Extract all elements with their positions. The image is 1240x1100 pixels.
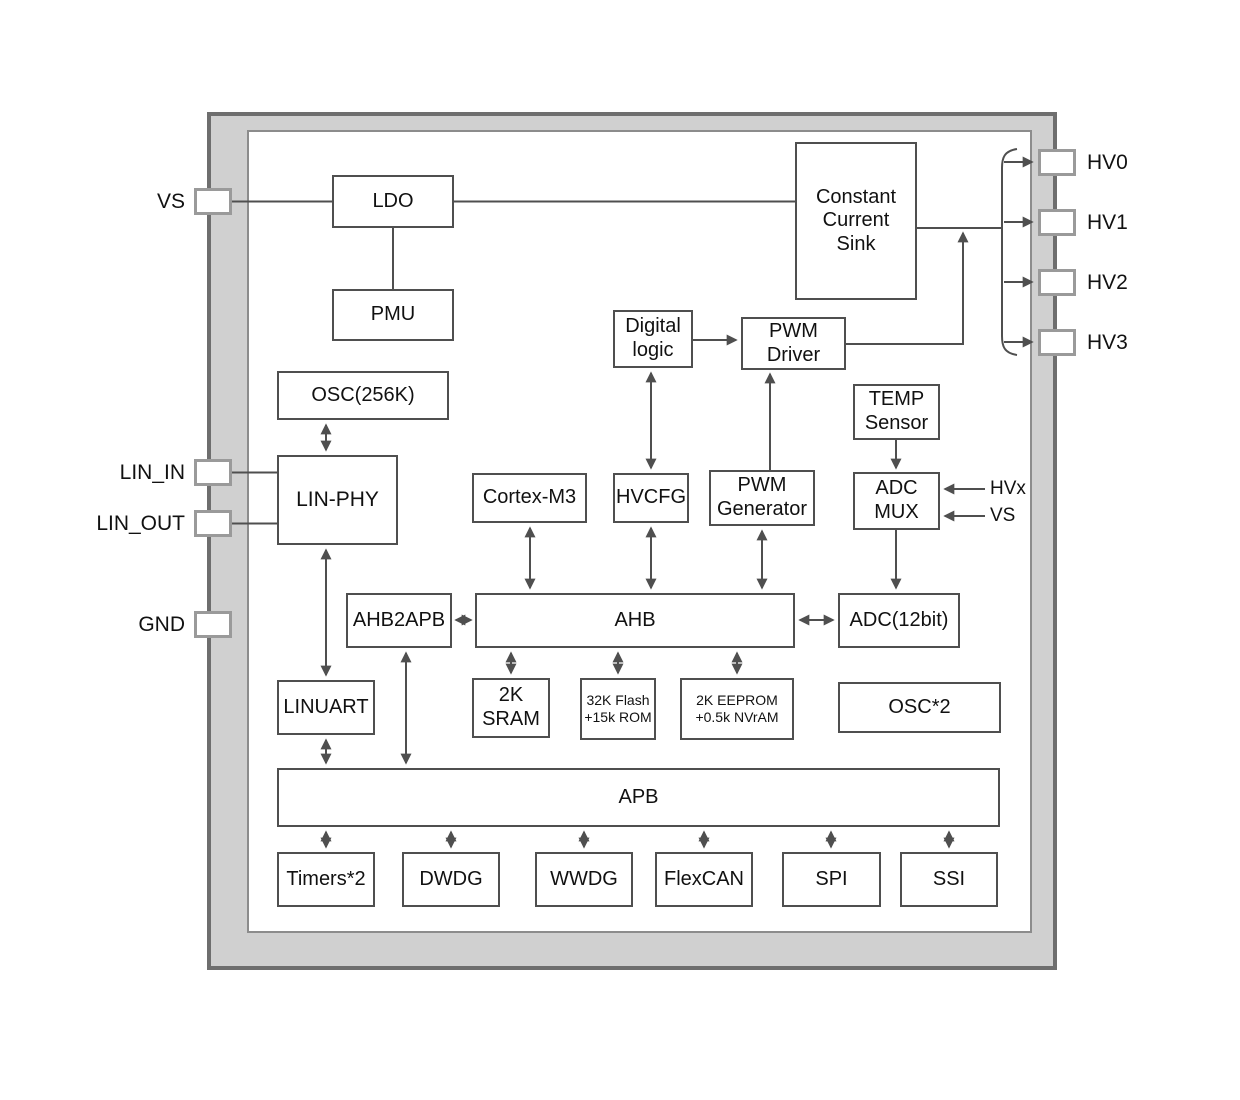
pin-lin-in <box>194 459 232 486</box>
block-32k-flash-rom: 32K Flash +15k ROM <box>580 678 656 740</box>
pin-gnd <box>194 611 232 638</box>
block-hvcfg: HVCFG <box>613 473 689 523</box>
block-spi: SPI <box>782 852 881 907</box>
pin-label-hv3: HV3 <box>1087 331 1128 354</box>
pin-hv2 <box>1038 269 1076 296</box>
block-adc-12bit: ADC(12bit) <box>838 593 960 648</box>
block-pwm-driver: PWM Driver <box>741 317 846 370</box>
block-osc-x2: OSC*2 <box>838 682 1001 733</box>
block-lin-phy: LIN-PHY <box>277 455 398 545</box>
block-digital-logic: Digital logic <box>613 310 693 368</box>
block-flexcan: FlexCAN <box>655 852 753 907</box>
block-ahb-bus: AHB <box>475 593 795 648</box>
block-ssi: SSI <box>900 852 998 907</box>
block-ldo: LDO <box>332 175 454 228</box>
pin-label-hv1: HV1 <box>1087 211 1128 234</box>
block-2k-eeprom-nvram: 2K EEPROM +0.5k NVrAM <box>680 678 794 740</box>
pin-hv0 <box>1038 149 1076 176</box>
pin-hv1 <box>1038 209 1076 236</box>
pin-label-gnd: GND <box>138 613 185 636</box>
pin-label-lin-out: LIN_OUT <box>96 512 185 535</box>
pin-vs <box>194 188 232 215</box>
block-pwm-generator: PWM Generator <box>709 470 815 526</box>
block-cortex-m3: Cortex-M3 <box>472 473 587 523</box>
pin-label-vs: VS <box>156 190 185 213</box>
block-adc-mux: ADC MUX <box>853 472 940 530</box>
block-ahb2apb: AHB2APB <box>346 593 452 648</box>
block-apb-bus: APB <box>277 768 1000 827</box>
pin-label-hv2: HV2 <box>1087 271 1128 294</box>
signal-label-vs: VS <box>990 505 1016 526</box>
pin-label-lin-in: LIN_IN <box>119 461 185 484</box>
block-osc-256k: OSC(256K) <box>277 371 449 420</box>
block-dwdg: DWDG <box>402 852 500 907</box>
block-pmu: PMU <box>332 289 454 341</box>
signal-label-hvx: HVx <box>990 478 1026 499</box>
block-constant-current-sink: Constant Current Sink <box>795 142 917 300</box>
block-timers-x2: Timers*2 <box>277 852 375 907</box>
block-linuart: LINUART <box>277 680 375 735</box>
block-2k-sram: 2K SRAM <box>472 678 550 738</box>
block-wwdg: WWDG <box>535 852 633 907</box>
pin-lin-out <box>194 510 232 537</box>
pin-label-hv0: HV0 <box>1087 151 1128 174</box>
pin-hv3 <box>1038 329 1076 356</box>
block-temp-sensor: TEMP Sensor <box>853 384 940 440</box>
